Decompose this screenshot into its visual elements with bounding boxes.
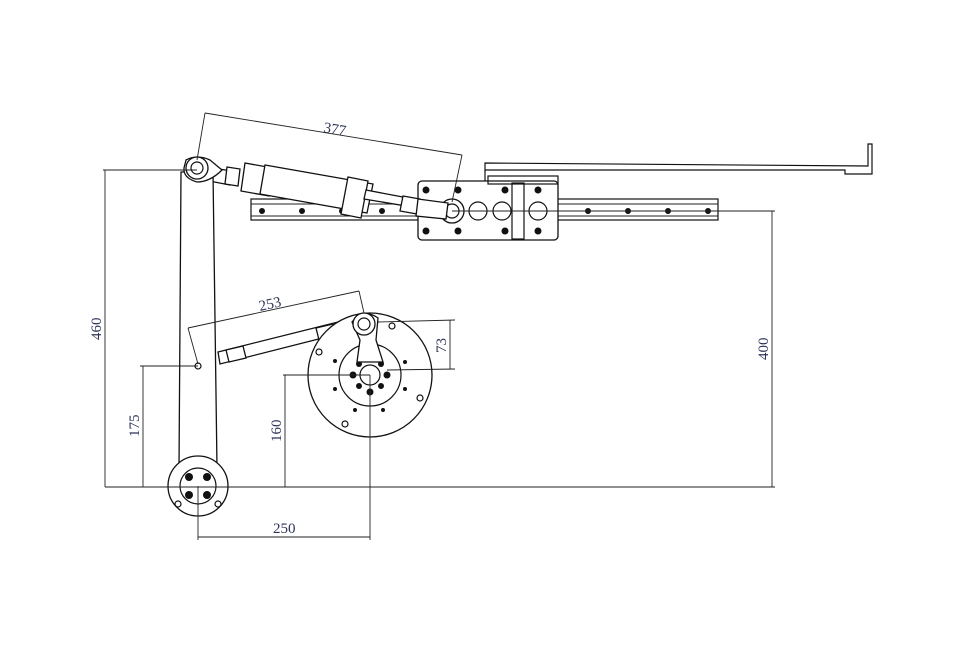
dim-73: 73 <box>434 338 450 353</box>
air-cylinder <box>203 162 449 220</box>
dim-160: 160 <box>269 420 285 443</box>
dim-400: 400 <box>756 338 772 361</box>
dim-460: 460 <box>89 318 105 341</box>
top-bar <box>484 143 873 182</box>
dim-253: 253 <box>257 294 282 314</box>
dim-250: 250 <box>273 521 296 537</box>
dimension-lines <box>103 112 775 540</box>
dim-377: 377 <box>322 120 347 140</box>
dim-175: 175 <box>127 415 143 438</box>
main-arm <box>167 156 229 517</box>
